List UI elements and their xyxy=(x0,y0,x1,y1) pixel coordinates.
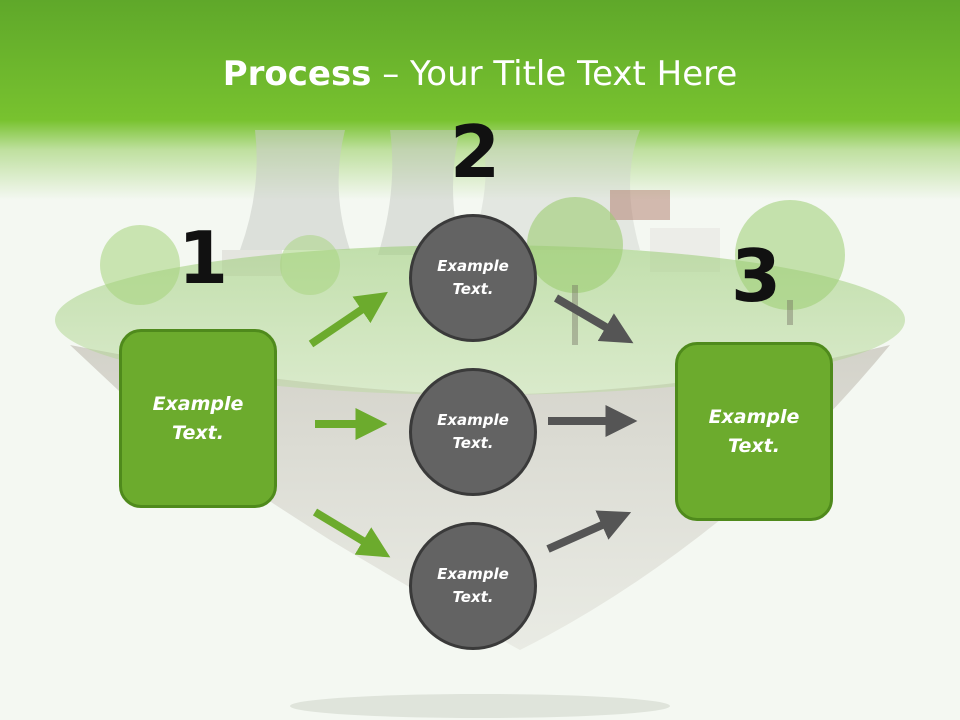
title-rest: – Your Title Text Here xyxy=(371,54,738,94)
circle-middle-text: Example Text. xyxy=(437,411,509,452)
title-banner xyxy=(0,0,960,200)
title-bold: Process xyxy=(222,54,372,94)
arrow-gray-up xyxy=(546,510,632,553)
step-box-1: Example Text. xyxy=(119,329,277,508)
step-box-3: Example Text. xyxy=(675,342,833,521)
step-circle-top: Example Text. xyxy=(409,214,537,342)
step-number-2: 2 xyxy=(450,110,501,194)
step-circle-bottom: Example Text. xyxy=(409,522,537,650)
arrow-gray-down xyxy=(553,294,634,344)
arrow-green-up xyxy=(308,291,388,348)
step-box-3-text: Example Text. xyxy=(708,405,800,457)
arrow-green-down xyxy=(312,508,391,558)
step-circle-middle: Example Text. xyxy=(409,368,537,496)
step-number-1: 1 xyxy=(178,216,229,300)
page-title: Process – Your Title Text Here xyxy=(0,52,960,96)
step-box-1-text: Example Text. xyxy=(152,392,244,444)
circle-top-text: Example Text. xyxy=(437,257,509,298)
circle-bottom-text: Example Text. xyxy=(437,565,509,606)
step-number-3: 3 xyxy=(731,234,782,318)
